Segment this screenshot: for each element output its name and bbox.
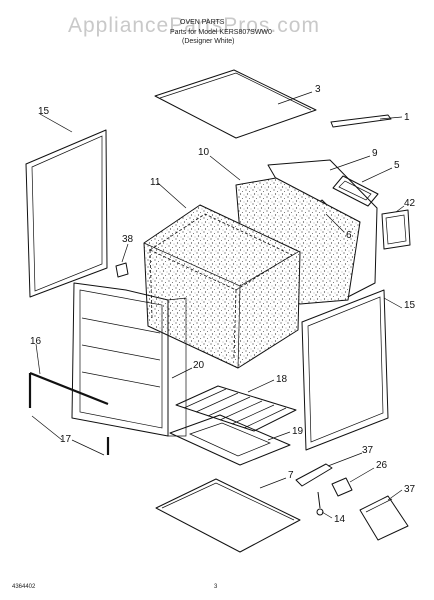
callout-5: 5 (394, 160, 400, 171)
part-right-side-panel (301, 289, 389, 451)
part-top-panel (154, 69, 317, 139)
part-screw (316, 491, 324, 516)
part-vent-bracket (332, 175, 379, 207)
part-rod (330, 114, 392, 128)
part-foot-bracket (359, 495, 409, 541)
callout-15-right: 15 (404, 300, 416, 311)
callout-26: 26 (376, 460, 388, 471)
callout-19: 19 (292, 426, 304, 437)
part-oven-frame (71, 282, 187, 437)
callout-16: 16 (30, 336, 42, 347)
document-number: 4364402 (12, 584, 36, 590)
part-vent-grille (381, 209, 411, 250)
callout-37-lower: 37 (404, 484, 416, 495)
callout-10: 10 (198, 147, 210, 158)
part-hinge-bracket (295, 463, 333, 487)
callout-9: 9 (372, 148, 378, 159)
callout-37-upper: 37 (362, 445, 374, 456)
callout-20: 20 (193, 360, 205, 371)
callout-6: 6 (346, 230, 352, 241)
part-broiler-pan (169, 414, 291, 466)
part-latch (331, 477, 353, 497)
leader-lines (31, 91, 405, 519)
header-model: Parts for Model KERS807SWW0 (170, 29, 272, 36)
header-title: OVEN PARTS (180, 19, 225, 26)
callout-18: 18 (276, 374, 288, 385)
callout-14: 14 (334, 514, 346, 525)
header-color: (Designer White) (182, 38, 235, 45)
callout-15-left: 15 (38, 106, 50, 117)
part-insulation-wrap (143, 204, 301, 369)
callout-38: 38 (122, 234, 134, 245)
page-number: 3 (214, 584, 218, 590)
callout-7: 7 (288, 470, 294, 481)
part-bottom-panel (155, 478, 301, 553)
callout-42: 42 (404, 198, 416, 209)
part-left-side-panel (25, 129, 108, 298)
callout-3: 3 (315, 84, 321, 95)
callout-17: 17 (60, 434, 72, 445)
part-oven-rack (175, 385, 297, 432)
callout-11: 11 (150, 177, 161, 188)
part-door-seal (28, 371, 110, 455)
watermark: AppliancePartsPros.com (68, 14, 320, 37)
callout-1: 1 (404, 112, 410, 123)
callout-labels: 1 3 5 6 7 9 10 11 14 15 15 16 17 18 19 2… (30, 84, 416, 525)
part-small-bracket (115, 262, 129, 278)
